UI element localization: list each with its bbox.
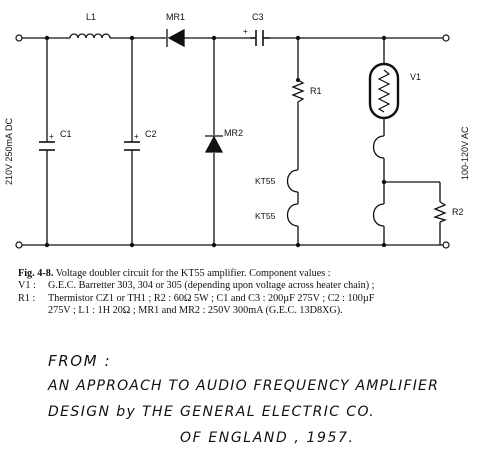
handwritten-line-3: DESIGN by THE GENERAL ELECTRIC CO.: [48, 404, 376, 420]
caption-r1-key: R1 :: [18, 292, 36, 304]
junction-dot: [211, 242, 217, 248]
junction-dot: [44, 242, 50, 248]
v1-label: V1: [410, 72, 421, 82]
terminal-bottom-left: [15, 241, 23, 249]
c2-label: C2: [145, 129, 157, 139]
supply-ac-label: 100-120V AC: [460, 126, 470, 180]
mr1-label: MR1: [166, 12, 185, 22]
caption-v1-key: V1 :: [18, 280, 36, 292]
junction-dot: [381, 35, 387, 41]
kt55-heater-upper: [286, 169, 299, 193]
c1-capacitor: [39, 141, 55, 151]
terminal-bottom-right: [442, 241, 450, 249]
handwritten-line-2: AN APPROACH TO AUDIO FREQUENCY AMPLIFIER: [48, 378, 440, 394]
c3-capacitor: [250, 30, 270, 46]
caption-v1-text: G.E.C. Barretter 303, 304 or 305 (depend…: [48, 280, 375, 292]
figure-caption: Fig. 4-8. Voltage doubler circuit for th…: [18, 268, 496, 318]
r2-resistor: [433, 201, 447, 223]
v1-adjacent-heater: [372, 135, 385, 159]
r1-terminal-dot: [296, 78, 300, 82]
junction-dot: [44, 35, 50, 41]
caption-r1-text: Thermistor CZ1 or TH1 ; R2 : 60Ω 5W ; C1…: [48, 292, 375, 304]
caption-line-4: 275V ; L1 : 1H 20Ω ; MR1 and MR2 : 250V …: [48, 305, 343, 317]
c2-polarity-mark: +: [134, 132, 139, 141]
handwritten-line-4: OF ENGLAND , 1957.: [180, 430, 355, 446]
c1-label: C1: [60, 129, 72, 139]
junction-dot: [129, 35, 135, 41]
junction-dot: [381, 179, 387, 185]
junction-dot: [211, 35, 217, 41]
r1-resistor: [291, 79, 305, 103]
lower-heater: [372, 203, 385, 227]
kt55-heater-lower: [286, 203, 299, 227]
circuit-schematic: + + + L1 MR1 C3 R1 V1 C1 C2 MR2 KT55 KT5…: [4, 12, 470, 249]
terminal-top-left: [15, 34, 23, 42]
junction-dot: [381, 242, 387, 248]
junction-dot: [129, 242, 135, 248]
c3-label: C3: [252, 12, 264, 22]
r1-label: R1: [310, 86, 322, 96]
mr2-diode: [204, 135, 224, 153]
l1-coil: [69, 33, 111, 39]
l1-label: L1: [86, 12, 96, 22]
mr1-diode: [166, 28, 185, 48]
junction-dot: [295, 242, 301, 248]
c1-polarity-mark: +: [49, 132, 54, 141]
kt55-upper-label: KT55: [255, 176, 276, 186]
r2-label: R2: [452, 207, 464, 217]
supply-dc-label: 210V 250mA DC: [4, 117, 14, 185]
kt55-lower-label: KT55: [255, 211, 276, 221]
v1-barretter: [368, 62, 400, 120]
junction-dot: [295, 35, 301, 41]
handwritten-line-1: FROM :: [48, 352, 112, 370]
c2-capacitor: [124, 141, 140, 151]
figure-number: Fig. 4-8.: [18, 268, 54, 279]
mr2-label: MR2: [224, 128, 243, 138]
c3-polarity-mark: +: [243, 27, 248, 36]
caption-line-1: Voltage doubler circuit for the KT55 amp…: [55, 268, 331, 279]
terminal-top-right: [442, 34, 450, 42]
